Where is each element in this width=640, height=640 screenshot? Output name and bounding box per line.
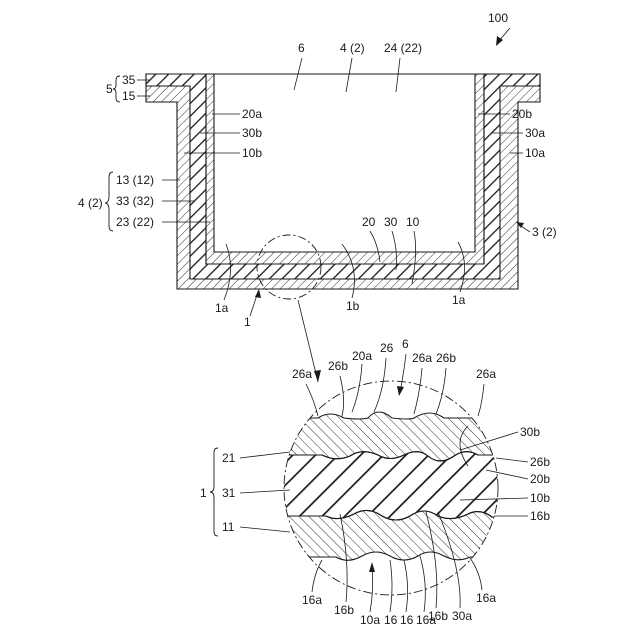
label-4-2-top: 4 (2) xyxy=(340,41,365,55)
label-16b-right: 16b xyxy=(530,509,550,523)
label-6-detail: 6 xyxy=(402,337,409,351)
label-16b-mid: 16b xyxy=(428,609,448,623)
label-26b-a: 26b xyxy=(328,359,348,373)
label-10b-upper: 10b xyxy=(242,146,262,160)
label-26a-left: 26a xyxy=(292,367,312,381)
label-15: 15 xyxy=(122,89,136,103)
label-16a-right: 16a xyxy=(476,591,496,605)
label-10a-detail: 10a xyxy=(360,613,380,627)
label-6: 6 xyxy=(298,41,305,55)
container-cavity xyxy=(214,74,475,252)
label-20b-upper: 20b xyxy=(512,107,532,121)
label-26b-right: 26b xyxy=(530,455,550,469)
label-26a-right: 26a xyxy=(476,367,496,381)
label-10: 10 xyxy=(406,215,420,229)
label-26-a: 26 xyxy=(380,341,394,355)
label-35: 35 xyxy=(122,73,136,87)
label-16-a: 16 xyxy=(384,613,398,627)
label-11: 11 xyxy=(222,520,235,534)
label-16b-left: 16b xyxy=(334,603,354,617)
label-31: 31 xyxy=(222,486,236,500)
label-26a-b: 26a xyxy=(412,351,432,365)
label-4-2-left: 4 (2) xyxy=(78,196,103,210)
label-16-b: 16 xyxy=(400,613,414,627)
container-section xyxy=(146,74,540,382)
label-5: 5 xyxy=(106,82,113,96)
label-1a-left: 1a xyxy=(215,301,229,315)
label-1-detail: 1 xyxy=(200,486,207,500)
label-20a-upper: 20a xyxy=(242,107,262,121)
label-26b-b: 26b xyxy=(436,351,456,365)
label-33-32: 33 (32) xyxy=(116,194,154,208)
label-100: 100 xyxy=(488,11,508,25)
label-30: 30 xyxy=(384,215,398,229)
label-23-22: 23 (22) xyxy=(116,215,154,229)
detail-layer-21 xyxy=(270,412,520,461)
detail-view xyxy=(270,381,520,595)
label-10a-upper: 10a xyxy=(525,146,545,160)
label-30b-upper: 30b xyxy=(242,126,262,140)
label-30b-detail: 30b xyxy=(520,425,540,439)
detail-layer-31 xyxy=(270,452,520,520)
label-20: 20 xyxy=(362,215,376,229)
label-10b-detail: 10b xyxy=(530,491,550,505)
label-1a-right: 1a xyxy=(452,293,466,307)
label-1b: 1b xyxy=(346,299,360,313)
label-16a-left: 16a xyxy=(302,593,322,607)
label-30a-detail: 30a xyxy=(452,609,472,623)
label-20b-detail: 20b xyxy=(530,472,550,486)
label-1-upper: 1 xyxy=(244,315,251,329)
label-20a-detail: 20a xyxy=(352,349,372,363)
label-30a-upper: 30a xyxy=(525,126,545,140)
label-24-22: 24 (22) xyxy=(384,41,422,55)
label-21: 21 xyxy=(222,451,236,465)
label-13-12: 13 (12) xyxy=(116,173,154,187)
label-3-2: 3 (2) xyxy=(532,225,557,239)
